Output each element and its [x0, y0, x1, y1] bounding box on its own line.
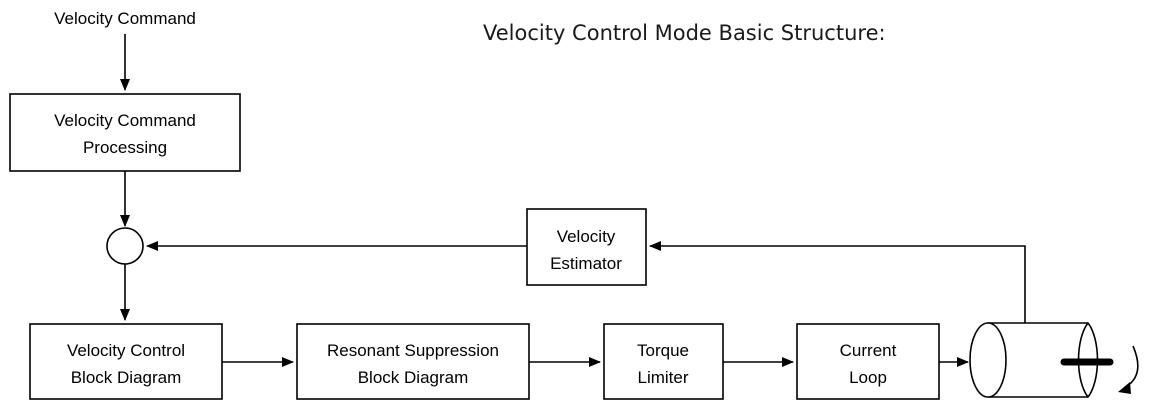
block-label-line: Velocity — [557, 227, 616, 246]
block-label-line: Estimator — [550, 254, 622, 273]
resonant-suppression-block: Resonant Suppression Block Diagram — [296, 323, 530, 400]
velocity-estimator-block: Velocity Estimator — [526, 208, 647, 286]
block-label-line: Velocity Control — [67, 341, 185, 360]
rotation-arrow-icon — [1123, 345, 1139, 389]
block-label-line: Loop — [849, 368, 887, 387]
diagram-title: Velocity Control Mode Basic Structure: — [483, 21, 886, 45]
block-label-line: Limiter — [637, 368, 688, 387]
torque-limiter-block: Torque Limiter — [603, 323, 724, 400]
velocity-command-label: Velocity Command — [54, 9, 196, 28]
block-label-line: Processing — [83, 138, 167, 157]
current-loop-block: Current Loop — [796, 323, 940, 400]
block-label-line: Block Diagram — [358, 368, 469, 387]
summing-junction — [106, 227, 144, 265]
feedback-line-motor-to-estimator — [649, 241, 1026, 323]
velocity-command-processing-block: Velocity Command Processing — [9, 93, 241, 172]
block-label-line: Block Diagram — [71, 368, 182, 387]
block-label-line: Velocity Command — [54, 111, 196, 130]
rotation-arrowhead — [1118, 382, 1131, 394]
block-label-line: Resonant Suppression — [327, 341, 499, 360]
velocity-control-block: Velocity Control Block Diagram — [29, 323, 223, 400]
motor — [969, 322, 1139, 398]
block-label-line: Current — [840, 341, 897, 360]
block-label-line: Torque — [637, 341, 689, 360]
